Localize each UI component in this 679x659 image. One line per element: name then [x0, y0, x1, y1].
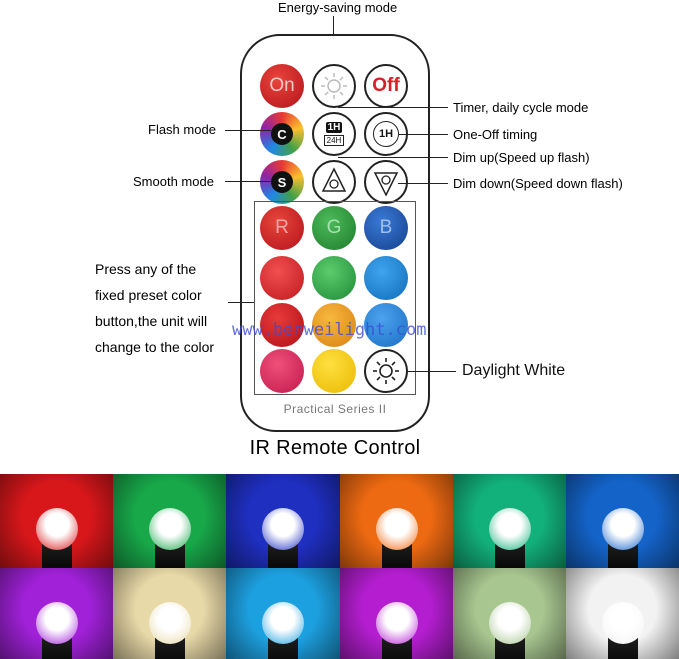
preset-color-group [254, 201, 416, 395]
smooth-letter: S [271, 171, 293, 193]
red-button[interactable]: R [260, 206, 304, 250]
green-button[interactable]: G [312, 206, 356, 250]
preset-color-button[interactable] [260, 349, 304, 393]
preset-color-button[interactable] [364, 256, 408, 300]
daylight-leader [408, 371, 456, 372]
brightness-down-icon [373, 172, 399, 197]
dim-down-label-text: Dim down(Speed down flash) [453, 176, 623, 191]
light-bulb [488, 508, 531, 550]
bulb-photo-tile [453, 568, 566, 659]
light-bulb [601, 508, 644, 550]
light-bulb [148, 602, 191, 644]
energy-saving-label: Energy-saving mode [278, 0, 398, 15]
flash-leader [225, 130, 271, 131]
flash-button[interactable]: C [260, 112, 304, 156]
light-bulb [148, 508, 191, 550]
one-off-leader [398, 134, 448, 135]
on-button[interactable]: On [260, 64, 304, 108]
watermark: www.benweilight.com [232, 320, 427, 340]
preset-instructions: Press any of the fixed preset color butt… [95, 261, 215, 355]
smooth-mode-label: Smooth mode [133, 174, 214, 189]
light-bulb [488, 602, 531, 644]
brightness-up-icon [321, 167, 347, 192]
preset-color-button[interactable] [364, 303, 408, 347]
timer-button[interactable]: 1H 24H [312, 112, 356, 156]
smooth-button[interactable]: S [260, 160, 304, 204]
dim-up-label-text: Dim up(Speed up flash) [453, 150, 590, 165]
one-off-label: 1H [373, 121, 399, 147]
light-bulb [375, 508, 418, 550]
energy-saving-button[interactable] [312, 64, 356, 108]
dim-down-leader [398, 183, 448, 184]
light-bulb [35, 602, 78, 644]
bulb-photo-tile [0, 568, 113, 659]
light-bulb [35, 508, 78, 550]
timer-label: 1H [325, 122, 343, 133]
bulb-photo-tile [226, 474, 340, 568]
bulb-photo-tile [340, 568, 453, 659]
light-bulb [262, 508, 304, 550]
preset-color-button[interactable] [312, 256, 356, 300]
timer-label-text: Timer, daily cycle mode [453, 100, 589, 115]
flash-mode-label: Flash mode [148, 122, 216, 137]
bulb-photo-tile [0, 474, 113, 568]
smooth-leader [225, 181, 271, 182]
bulb-photo-grid [0, 474, 679, 659]
flash-letter: C [271, 123, 293, 145]
daylight-white-label: Daylight White [462, 362, 566, 379]
one-off-label-text: One-Off timing [453, 127, 538, 142]
bulb-photo-tile [226, 568, 340, 659]
preset-color-button[interactable] [312, 349, 356, 393]
timer-sub-label: 24H [323, 135, 345, 146]
off-button[interactable]: Off [364, 64, 408, 108]
light-bulb [262, 602, 304, 644]
daylight-white-button[interactable] [364, 349, 408, 393]
dim-up-button[interactable] [312, 160, 356, 204]
preset-color-button[interactable] [260, 303, 304, 347]
timer-leader [338, 107, 448, 108]
sun-icon [373, 358, 399, 384]
light-bulb [601, 602, 644, 644]
preset-color-button[interactable] [260, 256, 304, 300]
bulb-photo-tile [453, 474, 566, 568]
page-title: IR Remote Control [249, 437, 421, 459]
bulb-photo-tile [340, 474, 453, 568]
blue-button[interactable]: B [364, 206, 408, 250]
preset-color-button[interactable] [312, 303, 356, 347]
bulb-photo-tile [566, 568, 679, 659]
sun-icon [321, 73, 347, 99]
series-label: Practical Series II [283, 402, 387, 416]
light-bulb [375, 602, 418, 644]
bulb-photo-tile [113, 474, 226, 568]
preset-leader [228, 302, 254, 303]
dim-down-button[interactable] [364, 160, 408, 204]
bulb-photo-tile [113, 568, 226, 659]
bulb-photo-tile [566, 474, 679, 568]
dim-up-leader [338, 157, 448, 158]
